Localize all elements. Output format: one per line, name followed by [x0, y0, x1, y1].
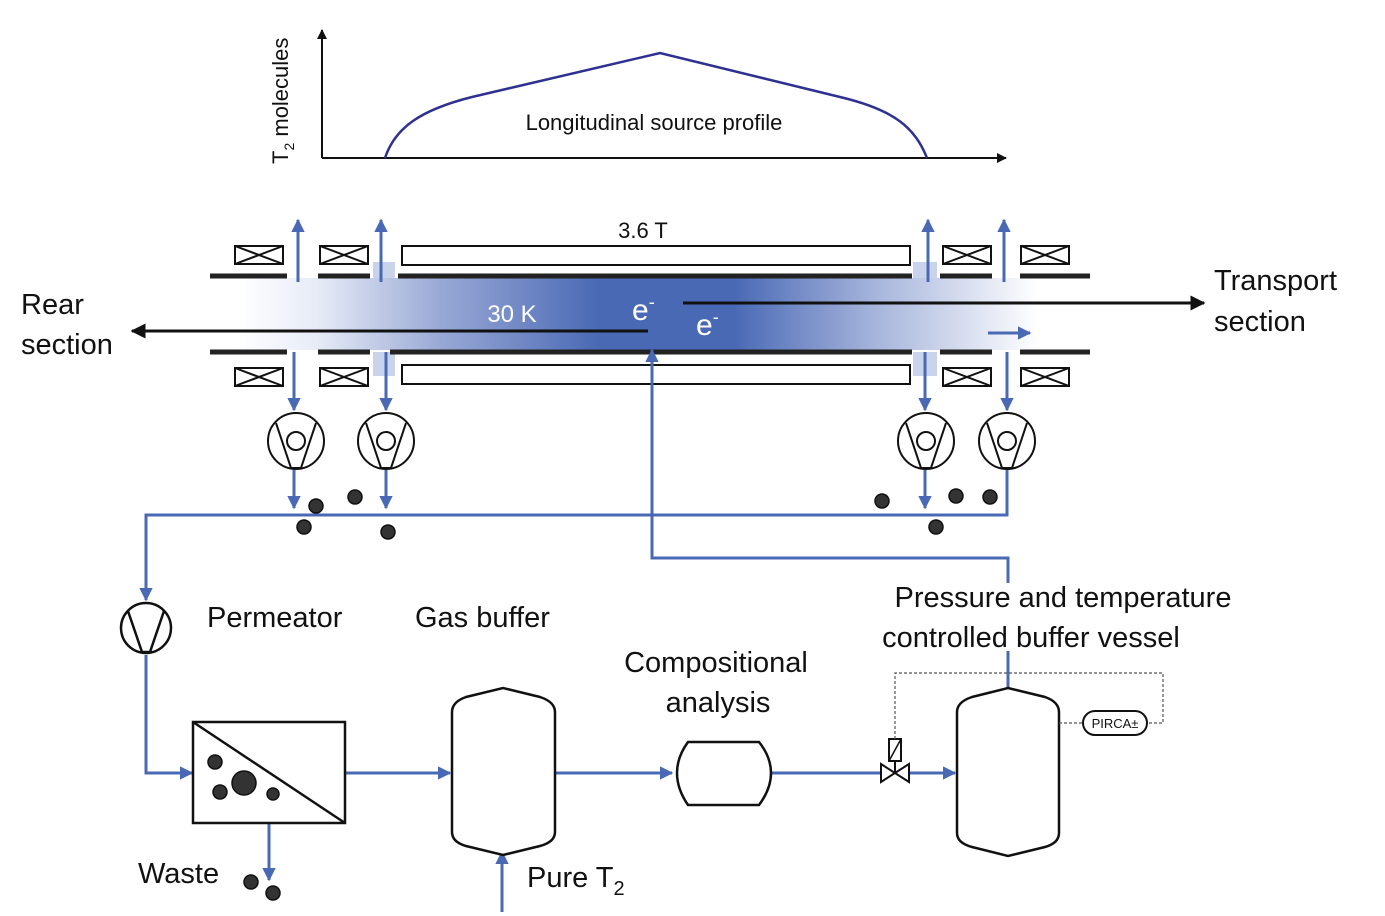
permeator-pump-icon	[119, 601, 173, 655]
control-valve-icon	[880, 738, 910, 784]
profile-y-label: T2 molecules	[268, 38, 297, 164]
compositional-analysis-unit	[675, 740, 773, 807]
transport-section-label-2: section	[1214, 306, 1306, 338]
pure-t2-label: Pure T2	[527, 862, 625, 900]
beam-tube: 3.6 T 30 K e- e-	[130, 218, 1206, 387]
waste-label: Waste	[138, 858, 219, 890]
molecules	[243, 488, 998, 901]
gas-buffer-tank	[450, 686, 557, 857]
transport-section-label: Transport	[1214, 265, 1337, 297]
turbo-pump-icon	[357, 412, 415, 470]
compositional-label: Compositional	[624, 647, 808, 679]
electron-rear: e-	[632, 292, 655, 327]
field-label: 3.6 T	[618, 218, 668, 243]
source-profile-plot: Longitudinal source profile T2 molecules	[268, 29, 1007, 164]
controller-label: PIRCA±	[1092, 716, 1139, 731]
electron-transport: e-	[696, 307, 719, 342]
pirca-controller: PIRCA±	[894, 672, 1164, 739]
rear-section-label: Rear	[21, 289, 84, 321]
turbo-pump-icon	[897, 412, 955, 470]
rear-section-label-2: section	[21, 329, 113, 361]
vessel-label: Pressure and temperature	[895, 582, 1232, 614]
gas-buffer-label: Gas buffer	[415, 602, 550, 634]
solenoid-top	[401, 245, 911, 266]
pump-port-arrows	[287, 218, 1032, 412]
turbo-pumps	[267, 412, 1036, 470]
permeator-unit	[191, 720, 347, 825]
plasma-gradient	[238, 278, 1038, 350]
temperature-label: 30 K	[487, 301, 536, 328]
buffer-vessel	[955, 686, 1061, 858]
permeator-label: Permeator	[207, 602, 343, 634]
coils-top	[234, 245, 1070, 265]
coils-bottom	[234, 367, 1070, 387]
turbo-pump-icon	[267, 412, 325, 470]
turbo-pump-icon	[978, 412, 1036, 470]
compositional-label-2: analysis	[666, 687, 771, 719]
profile-curve	[383, 51, 929, 159]
profile-curve-label: Longitudinal source profile	[526, 110, 783, 135]
vessel-label-2: controlled buffer vessel	[882, 622, 1180, 654]
solenoid-bottom	[401, 364, 911, 385]
